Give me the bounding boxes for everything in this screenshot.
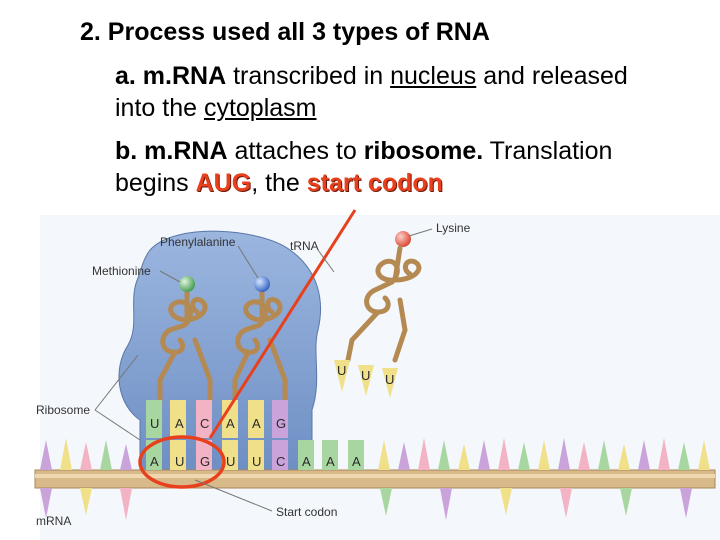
methionine-label: Methionine — [92, 264, 151, 278]
methionine-ball — [179, 276, 195, 292]
ribosome-label: Ribosome — [36, 403, 90, 417]
free-anticodon-2: U — [361, 368, 370, 383]
mrna-base-3: G — [200, 454, 210, 469]
phenylalanine-label: Phenylalanine — [160, 235, 236, 249]
anticodon-mid-1: A — [226, 416, 235, 431]
mrna-base-4: U — [226, 454, 235, 469]
anticodon-left-3: C — [200, 416, 209, 431]
start-codon-label: Start codon — [276, 505, 337, 519]
mrna-base-9: A — [352, 454, 361, 469]
lysine-label: Lysine — [436, 221, 471, 235]
mrna-label: mRNA — [36, 514, 71, 528]
mrna-strand — [35, 470, 715, 488]
anticodon-left-1: U — [150, 416, 159, 431]
mrna-base-8: A — [326, 454, 335, 469]
free-anticodon-1: U — [337, 363, 346, 378]
phenylalanine-ball — [254, 276, 270, 292]
mrna-base-5: U — [252, 454, 261, 469]
mrna-base-2: U — [175, 454, 184, 469]
anticodon-left-2: A — [175, 416, 184, 431]
mrna-base-1: A — [150, 454, 159, 469]
lysine-ball — [395, 231, 411, 247]
anticodon-mid-2: A — [252, 416, 261, 431]
free-anticodon-3: U — [385, 372, 394, 387]
trna-label: tRNA — [290, 239, 319, 253]
anticodon-mid-3: G — [276, 416, 286, 431]
mrna-base-7: A — [302, 454, 311, 469]
mrna-base-6: C — [276, 454, 285, 469]
